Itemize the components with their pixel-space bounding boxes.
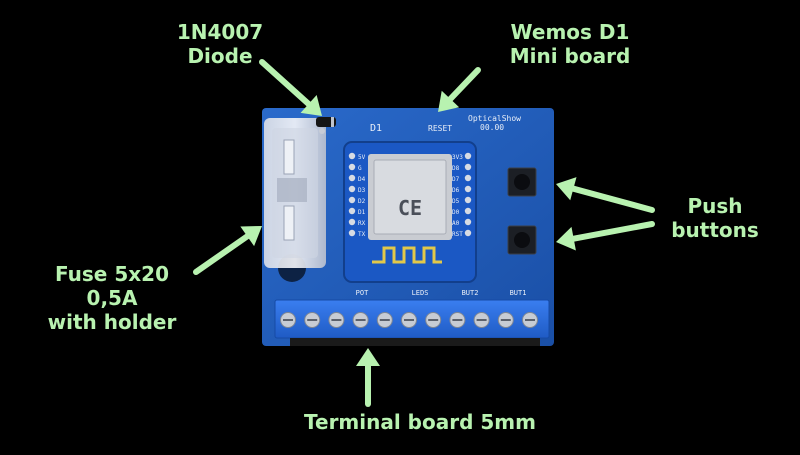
arrow-head	[438, 90, 460, 112]
header-pin	[464, 196, 472, 204]
fuse-holder	[264, 118, 326, 268]
header-pin	[348, 174, 356, 182]
annotation-arrows	[193, 59, 655, 407]
header-pin	[348, 207, 356, 215]
terminal-label: LEDS	[412, 289, 429, 297]
header-pin	[464, 152, 472, 160]
header-pin	[464, 207, 472, 215]
pin-label: TX	[358, 231, 366, 238]
arrow-shaft	[259, 59, 312, 107]
header-pin	[348, 196, 356, 204]
arrow-shaft	[447, 67, 481, 102]
label-diode: 1N4007 Diode	[176, 20, 264, 68]
pin-label: A0	[452, 220, 460, 227]
pin-label: D4	[358, 176, 366, 183]
pin-label: 5V	[358, 154, 366, 161]
header-pin	[348, 185, 356, 193]
pcb-brand-line1: OpticalShow	[468, 114, 521, 123]
terminal-label: POT	[356, 289, 369, 297]
arrow-head	[556, 226, 576, 251]
pin-label: 3V3	[452, 154, 463, 161]
pin-label: D3	[358, 187, 366, 194]
pin-label: D8	[452, 165, 460, 172]
pin-label: RX	[358, 220, 366, 227]
label-fuse: Fuse 5x20 0,5A with holder	[47, 262, 177, 334]
header-pin	[348, 152, 356, 160]
diode-component	[316, 117, 336, 134]
svg-text:CE: CE	[398, 196, 422, 220]
header-pin	[348, 229, 356, 237]
label-wemos-board: Wemos D1 Mini board	[509, 20, 631, 68]
header-pin	[348, 218, 356, 226]
terminal-label: BUT1	[510, 289, 527, 297]
pcb-d1-label: D1	[370, 123, 382, 134]
label-push-buttons: Push buttons	[671, 194, 759, 242]
pcb-brand-line2: 00.00	[480, 123, 504, 132]
header-pin	[464, 218, 472, 226]
pin-label: D0	[452, 209, 460, 216]
terminal-labels: POT LEDS BUT2 BUT1	[356, 289, 527, 297]
pin-label: G	[358, 165, 362, 172]
pin-label: D6	[452, 187, 460, 194]
pin-label: D5	[452, 198, 460, 205]
arrow-head	[300, 95, 322, 116]
label-terminal-board: Terminal board 5mm	[304, 410, 536, 434]
header-pin	[464, 229, 472, 237]
header-pin	[348, 163, 356, 171]
pin-label: D1	[358, 209, 366, 216]
terminal-label: BUT2	[462, 289, 479, 297]
arrow-shaft	[570, 185, 655, 213]
arrow-head	[556, 177, 577, 201]
arrow-head	[240, 226, 262, 247]
arrow-head	[356, 348, 380, 366]
pin-label: RST	[452, 231, 463, 238]
terminal-screws	[280, 312, 538, 328]
push-button-bottom	[507, 225, 537, 255]
pin-label: D7	[452, 176, 460, 183]
header-pin	[464, 185, 472, 193]
terminal-block	[274, 299, 550, 346]
push-button-top	[507, 167, 537, 197]
pin-label: D2	[358, 198, 366, 205]
wemos-d1-mini: CE	[343, 141, 477, 283]
header-pin	[464, 163, 472, 171]
header-pin	[464, 174, 472, 182]
arrow-shaft	[570, 221, 655, 242]
pcb-reset-label: RESET	[428, 124, 452, 133]
arrow-shaft	[193, 233, 251, 275]
